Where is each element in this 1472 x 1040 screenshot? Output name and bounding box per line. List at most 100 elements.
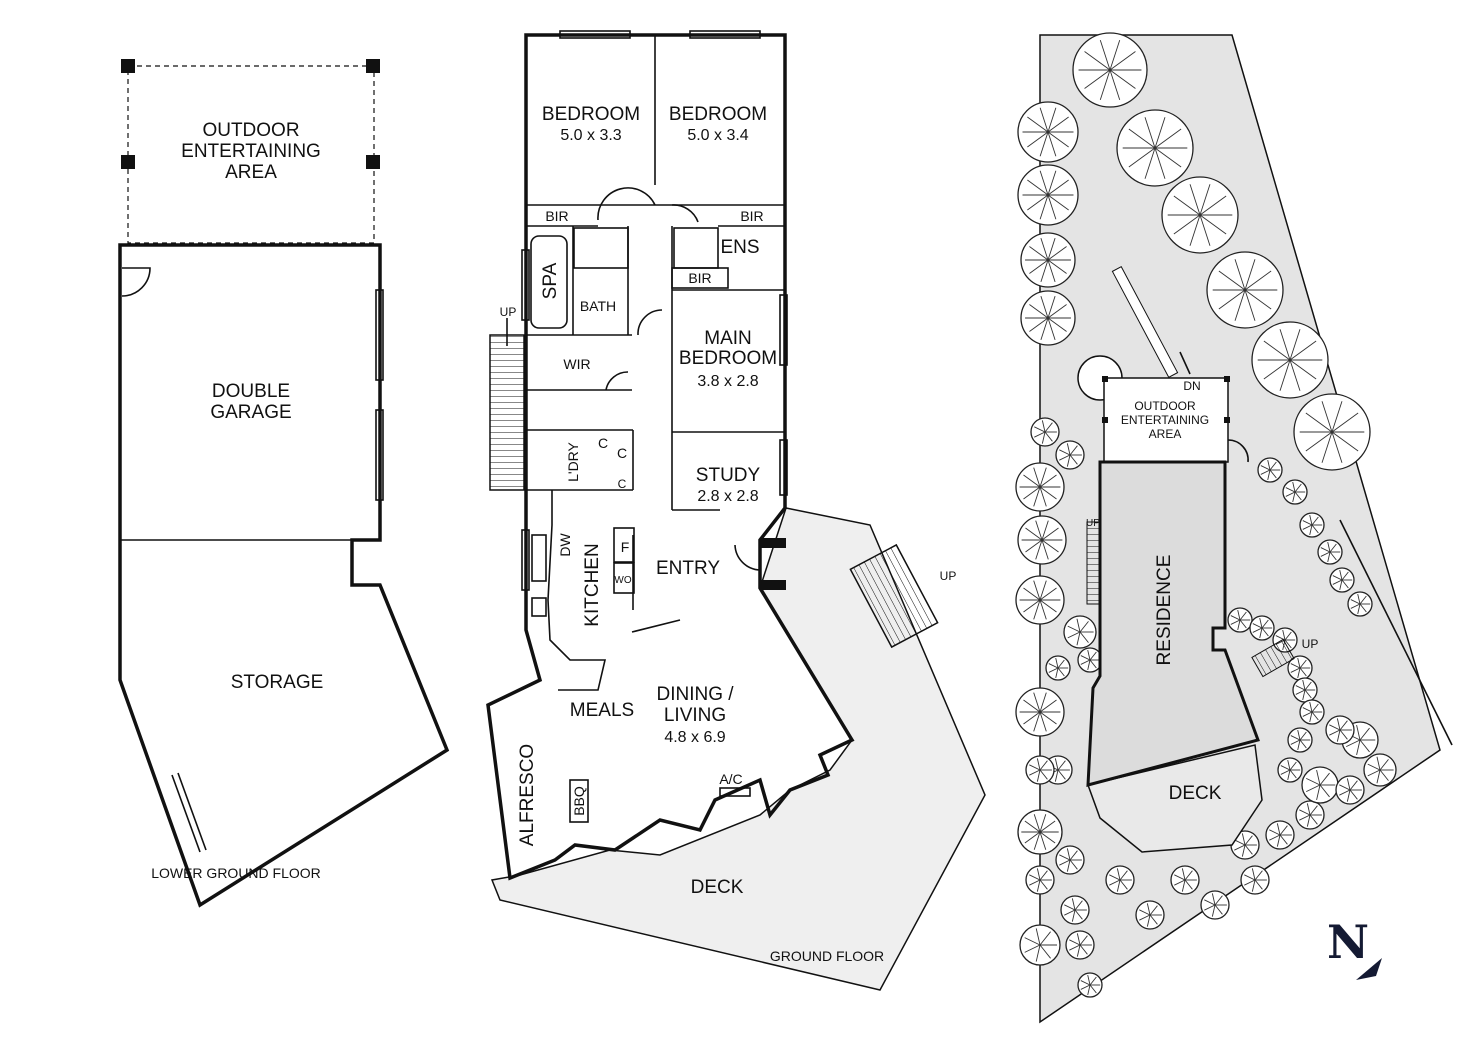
wall: [631, 619, 681, 633]
tree-icon: [1020, 232, 1076, 288]
room-label: L'DRY: [565, 441, 581, 481]
tree-icon: [1249, 615, 1275, 641]
north-arrow: N: [1327, 915, 1382, 980]
fixture-label: A/C: [719, 771, 742, 787]
residence: [1086, 460, 1260, 787]
tree-icon: [1329, 567, 1355, 593]
window: [375, 409, 384, 501]
tree-icon: [1025, 755, 1055, 785]
post: [121, 59, 135, 73]
room-label: DOUBLE: [212, 381, 290, 402]
door: [121, 267, 151, 297]
garage-wall: [118, 243, 450, 908]
tree-icon: [1277, 757, 1303, 783]
tree-icon: [1295, 800, 1325, 830]
tree-icon: [1015, 575, 1065, 625]
floor-caption: GROUND FLOOR: [770, 948, 884, 964]
room-label: WIR: [563, 356, 590, 372]
tree-icon: [1055, 845, 1085, 875]
area-label: AREA: [1149, 427, 1182, 441]
tree-icon: [1105, 865, 1135, 895]
fixture-label: F: [621, 539, 630, 555]
tree-icon: [1019, 924, 1061, 966]
tree-icon: [1299, 699, 1325, 725]
stair-label: UP: [1086, 518, 1100, 529]
fixture-label: WO: [614, 575, 631, 586]
tree-icon: [1017, 809, 1063, 855]
room-label: LIVING: [664, 705, 726, 726]
stairs: [489, 334, 525, 491]
shower: [573, 227, 629, 269]
room-label: ENTERTAINING: [181, 141, 321, 162]
room-label: MAIN: [704, 328, 752, 349]
deck-label: DECK: [1169, 783, 1222, 804]
window: [171, 774, 201, 853]
window: [521, 529, 530, 591]
room-label: BIR: [688, 270, 711, 286]
tree-icon: [1251, 321, 1329, 399]
room-label: OUTDOOR: [202, 120, 299, 141]
tree-icon: [1116, 109, 1194, 187]
house-wall: [486, 33, 855, 881]
tree-icon: [1299, 512, 1325, 538]
door: [605, 371, 629, 391]
door: [671, 204, 699, 223]
tree-icon: [1072, 32, 1148, 108]
post: [1224, 417, 1230, 423]
room-size: 2.8 x 2.8: [697, 488, 758, 505]
trees: [1015, 32, 1397, 998]
room-label: ENS: [720, 237, 759, 258]
tree-icon: [1230, 830, 1260, 860]
tree-icon: [1317, 539, 1343, 565]
tree-icon: [1240, 865, 1270, 895]
post: [1102, 376, 1108, 382]
post: [1224, 376, 1230, 382]
stairs: [849, 543, 939, 649]
ac-unit: [719, 787, 751, 797]
tree-icon: [1293, 393, 1371, 471]
room-label: ALFRESCO: [517, 744, 538, 846]
door: [637, 309, 663, 336]
tree-icon: [1077, 972, 1103, 998]
site-plan: OUTDOOR ENTERTAINING AREA DN UP UP RESID…: [1015, 32, 1453, 1024]
room-label: MEALS: [570, 700, 634, 721]
tree-icon: [1060, 895, 1090, 925]
stair-label: DN: [1183, 379, 1200, 393]
window: [689, 30, 761, 39]
room-label: C: [617, 445, 627, 461]
tree-icon: [1017, 101, 1079, 163]
tree-icon: [1135, 900, 1165, 930]
shower: [673, 227, 719, 269]
tree-icon: [1063, 615, 1097, 649]
tree-icon: [1227, 607, 1253, 633]
dn-arrow: [1179, 351, 1191, 375]
tree-icon: [1015, 687, 1065, 737]
north-arrow-icon: [1356, 958, 1382, 980]
stair-label: UP: [940, 569, 957, 583]
room-label: AREA: [225, 162, 277, 183]
wall-oven: [613, 562, 635, 594]
room-label: BATH: [580, 298, 616, 314]
window: [177, 772, 207, 851]
tree-icon: [1325, 715, 1355, 745]
door: [734, 544, 761, 571]
cooktop: [531, 597, 547, 617]
stairs: [1251, 638, 1295, 678]
room-label: DECK: [691, 877, 744, 898]
room-label: STUDY: [696, 465, 761, 486]
tree-icon: [1030, 417, 1060, 447]
room-size: 4.8 x 6.9: [664, 729, 725, 746]
fixture-label: DW: [557, 533, 573, 557]
tree-icon: [1347, 591, 1373, 617]
tree-icon: [1206, 251, 1284, 329]
tree-icon: [1017, 515, 1067, 565]
site-deck: [1087, 744, 1263, 853]
tree-icon: [1292, 677, 1318, 703]
room-label: KITCHEN: [582, 543, 603, 626]
fridge: [613, 527, 635, 563]
room-label: BIR: [740, 208, 763, 224]
entry-pier: [760, 538, 786, 548]
stair-label: UP: [1302, 637, 1319, 651]
tree-icon: [1015, 462, 1065, 512]
